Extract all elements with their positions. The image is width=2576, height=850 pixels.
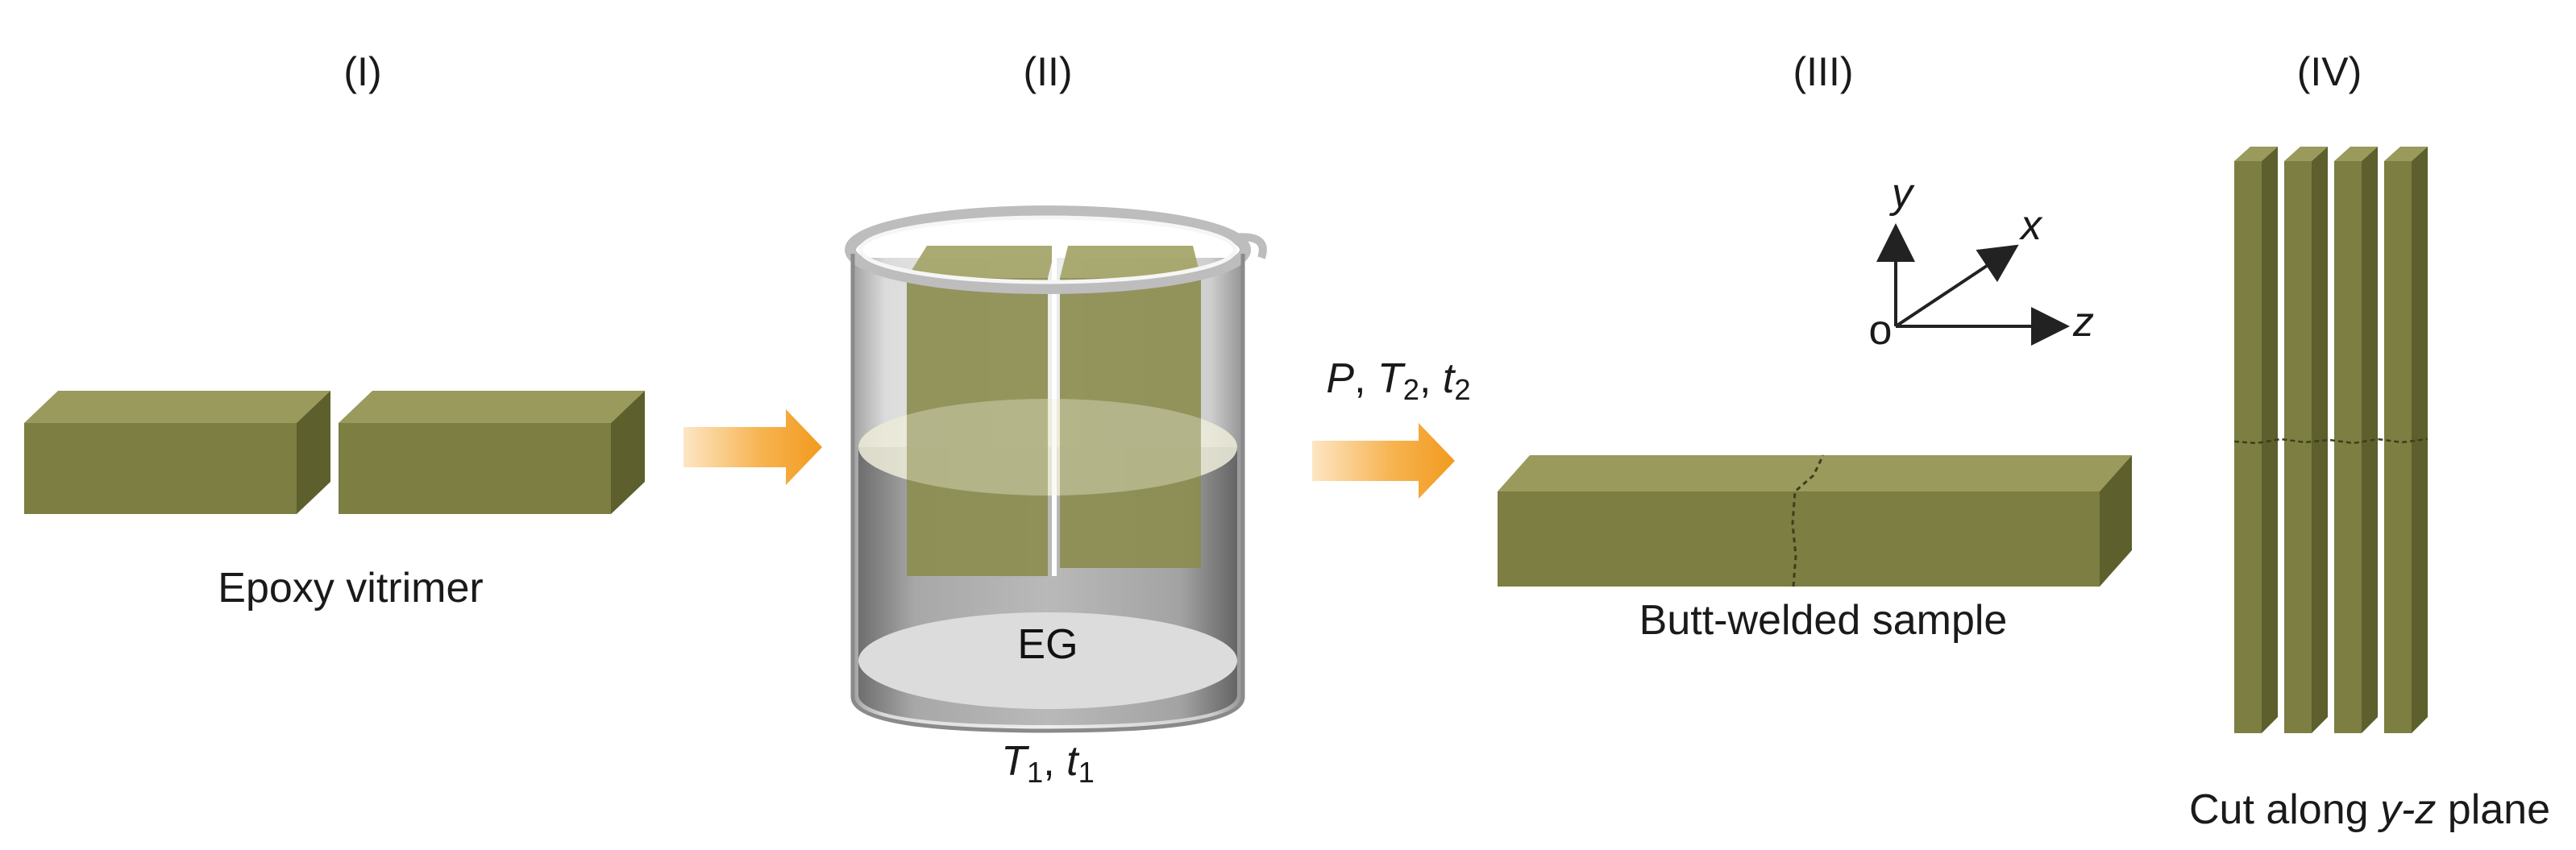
axis-origin: o	[1868, 307, 1893, 354]
caption-arrow2-conditions: P, T2, t2	[1326, 355, 1471, 407]
stage-label-3: (III)	[1793, 49, 1854, 94]
butt-welded-bar	[1498, 454, 2132, 587]
stage-label-1: (I)	[343, 49, 382, 94]
slice-2	[2284, 147, 2328, 733]
caption-butt-welded: Butt-welded sample	[1639, 597, 2008, 644]
axis-label-z: z	[2073, 299, 2094, 346]
caption-cut-along: Cut along y-z plane	[2188, 786, 2551, 833]
stage-label-4: (IV)	[2296, 49, 2362, 94]
caption-eg: EG	[1017, 621, 1078, 668]
stage1-block-right	[339, 391, 645, 514]
beaker-icon	[845, 205, 1267, 733]
coordinate-axes-icon	[1876, 223, 2070, 346]
stage-label-2: (II)	[1023, 49, 1073, 94]
process-arrow-2	[1312, 423, 1455, 499]
caption-epoxy-vitrimer: Epoxy vitrimer	[218, 565, 484, 612]
caption-stage2-conditions: T1, t1	[1001, 738, 1095, 790]
stage1-block-left	[24, 391, 330, 514]
process-arrow-1	[683, 409, 822, 485]
cut-slices	[2233, 147, 2429, 733]
axis-label-y: y	[1892, 170, 1913, 217]
axis-label-x: x	[2021, 202, 2042, 249]
slice-1	[2234, 147, 2278, 733]
slice-3	[2334, 147, 2378, 733]
